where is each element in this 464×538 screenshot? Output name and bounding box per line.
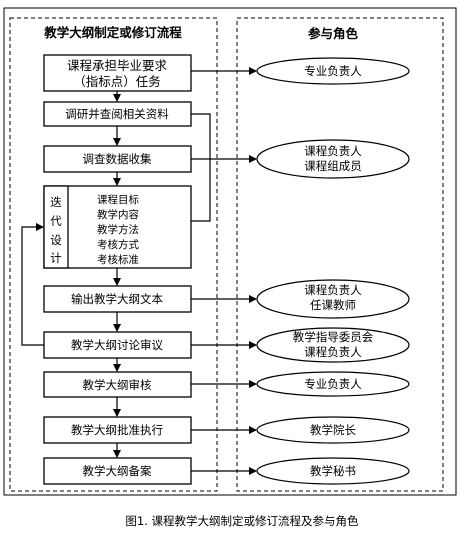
step-1-line2: （指标点）任务: [73, 74, 161, 89]
role-3-line1: 课程负责人: [304, 283, 362, 297]
role-ellipse-4: [256, 327, 410, 363]
design-item-3: 教学方法: [97, 223, 139, 236]
outer-frame: [3, 7, 457, 496]
step-9-label: 教学大纲备案: [83, 464, 152, 478]
step-3-label: 调查数据收集: [83, 152, 152, 166]
role-2-line2: 课程组成员: [304, 159, 362, 173]
role-6-text: 教学院长: [310, 423, 356, 437]
design-item-2: 教学内容: [97, 208, 139, 221]
step-box-1: [43, 54, 192, 92]
research-feedback-line: [191, 113, 211, 222]
iteration-char-1: 迭: [50, 195, 62, 209]
step-box-5: [43, 285, 192, 313]
design-item-1: 课程目标: [97, 194, 139, 206]
step-box-3: [43, 145, 192, 173]
role-ellipse-6: [256, 416, 410, 444]
role-3-line2: 任课教师: [310, 298, 356, 312]
role-ellipse-2: [256, 139, 410, 179]
left-panel-title: 教学大纲制定或修订流程: [43, 25, 182, 40]
right-panel: [236, 17, 444, 492]
role-4-line1: 教学指导委员会: [293, 330, 374, 344]
role-ellipse-5: [256, 371, 410, 397]
iteration-char-4: 计: [50, 251, 62, 265]
step-1-line1: 课程承担毕业要求: [67, 58, 168, 73]
step-2-label: 调研并查阅相关资料: [65, 107, 169, 121]
role-2-line1: 课程负责人: [304, 144, 362, 158]
role-1-text: 专业负责人: [304, 64, 362, 78]
iteration-label-box: [43, 185, 69, 269]
figure-caption: 图1. 课程教学大纲制定或修订流程及参与角色: [125, 514, 359, 528]
iteration-loop-arrow: [21, 223, 44, 346]
role-7-text: 教学秘书: [310, 464, 356, 478]
role-ellipse-3: [256, 279, 410, 319]
step-8-label: 教学大纲批准执行: [71, 423, 163, 437]
role-5-text: 专业负责人: [304, 377, 362, 391]
step-5-label: 输出教学大纲文本: [71, 292, 163, 306]
design-item-4: 考核方式: [97, 238, 139, 251]
design-item-5: 考核标准: [97, 253, 139, 266]
step-6-label: 教学大纲讨论审议: [71, 338, 163, 352]
iteration-char-3: 设: [50, 233, 62, 247]
role-4-line2: 课程负责人: [304, 345, 362, 359]
role-ellipse-1: [256, 57, 410, 85]
step-box-9: [43, 457, 192, 485]
left-panel: [9, 17, 218, 492]
role-ellipse-7: [256, 457, 410, 485]
step-box-6: [43, 331, 192, 359]
iteration-char-2: 代: [50, 214, 62, 228]
right-panel-title: 参与角色: [308, 26, 359, 41]
step-7-label: 教学大纲审核: [83, 378, 152, 392]
